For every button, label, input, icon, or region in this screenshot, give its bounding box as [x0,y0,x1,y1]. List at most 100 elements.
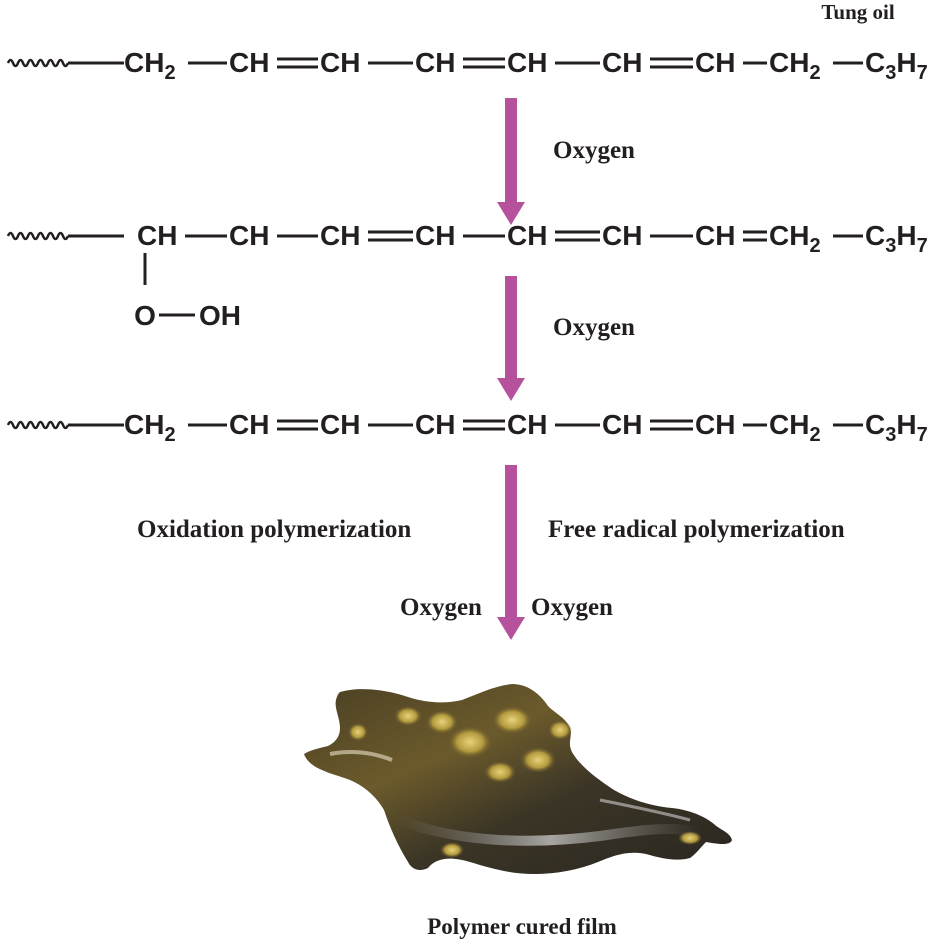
terminal-subscript: 3 [885,424,896,446]
oxygen-label-2: Oxygen [553,314,635,341]
double-bond [555,230,600,242]
oxygen-atom: O [134,300,156,331]
terminal-atom: H [896,220,916,251]
group-symbol: CH [602,220,642,251]
terminal-group: C3H7 [865,220,928,257]
chem-group: CH [602,47,642,78]
cured-film-image [304,684,732,874]
title: Tung oil [821,0,895,24]
double-bond [277,57,318,69]
hydroperoxide-group: O OH [134,253,241,331]
chem-group: CH2 [124,409,176,446]
arrow-head [497,617,525,640]
chem-group: CH2 [124,47,176,84]
reaction-arrow-2 [497,276,525,401]
group-symbol: CH [320,409,360,440]
group-subscript: 2 [164,62,175,84]
group-subscript: 2 [809,424,820,446]
terminal-atom: C [865,409,885,440]
chem-group: CH [602,409,642,440]
group-symbol: CH [507,409,547,440]
free-radical-polymerization-label: Free radical polymerization [548,516,845,543]
double-bond [368,230,413,242]
chem-group: CH [320,220,360,251]
group-symbol: CH [695,47,735,78]
chem-group: CH [229,409,269,440]
reaction-arrow-1 [497,98,525,225]
terminal-group: C3H7 [865,409,928,446]
oxygen-label-right: Oxygen [531,594,613,621]
arrow-shaft [505,276,517,378]
terminal-subscript: 7 [917,235,928,257]
group-symbol: CH [507,220,547,251]
chem-group: CH [602,220,642,251]
terminal-group: C3H7 [865,47,928,84]
chem-group: CH [415,409,455,440]
chem-group: CH [229,47,269,78]
group-symbol: CH [769,47,809,78]
arrow-shaft [505,98,517,202]
chem-group: CH [507,409,547,440]
group-symbol: CH [695,409,735,440]
wavy-chain-end-icon [6,58,70,68]
chem-group: CH2 [769,220,821,257]
chem-group: CH [695,220,735,251]
chem-group: CH2 [769,47,821,84]
terminal-atom: C [865,220,885,251]
oxygen-label-left: Oxygen [400,594,482,621]
arrow-head [497,202,525,225]
oxygen-label-1: Oxygen [553,137,635,164]
chem-group: CH [320,409,360,440]
group-symbol: CH [415,220,455,251]
group-symbol: CH [769,409,809,440]
double-bond [650,419,693,431]
group-symbol: CH [229,47,269,78]
double-bond [277,419,318,431]
chem-group: CH [695,409,735,440]
group-symbol: CH [769,220,809,251]
wavy-chain-end-icon [6,231,70,241]
group-symbol: CH [695,220,735,251]
terminal-atom: C [865,47,885,78]
terminal-subscript: 7 [917,424,928,446]
group-symbol: CH [137,220,177,251]
wavy-chain-end-icon [6,420,70,430]
chem-group: CH [695,47,735,78]
group-symbol: CH [320,220,360,251]
chem-group: CH [415,47,455,78]
terminal-atom: H [896,409,916,440]
group-symbol: CH [229,220,269,251]
chem-group: CH [415,220,455,251]
terminal-subscript: 7 [917,62,928,84]
hydroxyl-group: OH [199,300,241,331]
oxidation-polymerization-label: Oxidation polymerization [137,516,411,543]
double-bond [743,230,767,242]
chem-group: CH [507,220,547,251]
group-subscript: 2 [809,62,820,84]
group-symbol: CH [507,47,547,78]
arrow-shaft [505,465,517,617]
group-symbol: CH [124,47,164,78]
group-symbol: CH [229,409,269,440]
reaction-arrow-3 [497,465,525,640]
double-bond [463,57,505,69]
chem-group: CH [137,220,177,251]
group-symbol: CH [415,47,455,78]
arrow-head [497,378,525,401]
caption: Polymer cured film [427,914,617,939]
terminal-atom: H [896,47,916,78]
chem-group: CH [507,47,547,78]
double-bond [463,419,505,431]
terminal-subscript: 3 [885,235,896,257]
group-symbol: CH [602,409,642,440]
double-bond [650,57,693,69]
terminal-subscript: 3 [885,62,896,84]
chem-group: CH [320,47,360,78]
group-subscript: 2 [164,424,175,446]
group-subscript: 2 [809,235,820,257]
chem-group: CH [229,220,269,251]
